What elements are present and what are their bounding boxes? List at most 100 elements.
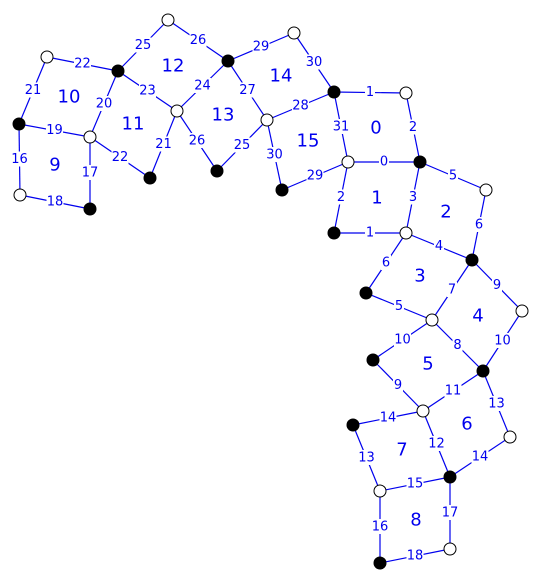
edge-label-background (336, 189, 346, 205)
edge-label: 2 (337, 190, 345, 205)
edge-label-background (305, 54, 323, 70)
edge-label-background (266, 147, 283, 162)
edge-label-background (393, 377, 403, 393)
edge-label: 8 (453, 338, 461, 353)
edge-label: 16 (372, 520, 389, 535)
edge-label: 29 (307, 169, 324, 184)
edge-label-background (95, 96, 113, 111)
white-vertex-k (515, 304, 529, 318)
edge-label-background (379, 154, 389, 169)
edge-label: 10 (494, 334, 511, 349)
edge-label-background (494, 333, 511, 348)
edge-label: 24 (194, 79, 211, 94)
white-vertex-t (443, 542, 457, 556)
edge-label-background (448, 168, 458, 183)
edge-label: 12 (428, 437, 445, 452)
edge-label: 26 (189, 134, 206, 149)
face-label: 8 (410, 510, 421, 531)
edge-label: 19 (46, 123, 63, 138)
black-vertex-w (221, 54, 235, 68)
edge-label-background (306, 168, 324, 183)
white-vertex-c (341, 155, 355, 169)
black-vertex-ab (111, 64, 125, 78)
edge-label: 15 (407, 477, 424, 492)
edge-label: 20 (96, 97, 113, 112)
edge-label-background (394, 332, 411, 347)
edge-label: 2 (409, 120, 417, 135)
face-label: 2 (440, 202, 451, 223)
white-vertex-j (425, 313, 439, 327)
black-vertex-h (465, 253, 479, 267)
edge-label-background (188, 133, 206, 148)
face-label: 4 (472, 306, 483, 327)
edge-label: 6 (382, 256, 390, 271)
edge-label: 11 (445, 384, 462, 399)
edge-label: 23 (139, 84, 156, 99)
edge-label-background (365, 225, 375, 240)
edge-label: 16 (11, 152, 28, 167)
edge-label-background (365, 84, 375, 100)
face-label: 15 (297, 131, 320, 152)
edge-label: 17 (442, 506, 459, 521)
face-label: 11 (122, 114, 145, 135)
edge-label: 4 (435, 239, 443, 254)
edge-label: 21 (155, 137, 172, 152)
edge-label-background (134, 37, 152, 53)
edge-label: 1 (366, 85, 374, 100)
black-vertex-s (373, 556, 387, 570)
face-label: 0 (370, 118, 381, 139)
face-label: 13 (212, 105, 235, 126)
white-vertex-ad (83, 130, 97, 144)
edge-label-background (111, 149, 129, 165)
edge-label-background (24, 82, 42, 98)
black-vertex-z (210, 164, 224, 178)
edge-label-background (428, 436, 445, 451)
edge-label-background (444, 383, 462, 398)
edge-label-background (441, 505, 459, 520)
white-vertex-r (373, 484, 387, 498)
edge-label: 29 (253, 40, 270, 55)
edge-label-background (434, 238, 444, 254)
edge-label-background (189, 32, 207, 48)
edge-label: 22 (112, 150, 129, 165)
black-vertex-e (327, 226, 341, 240)
edge-label-background (447, 282, 457, 297)
edge-label-background (292, 98, 309, 113)
edge-label: 13 (488, 397, 505, 412)
white-vertex-f (399, 226, 413, 240)
edge-label-background (155, 136, 172, 152)
black-vertex-i (359, 286, 373, 300)
edge-label-background (492, 277, 502, 293)
edge-label: 22 (74, 57, 91, 72)
edge-label-background (381, 255, 391, 270)
edge-label: 14 (472, 450, 489, 465)
edge-label-background (239, 82, 256, 98)
edge-label-background (233, 137, 251, 153)
edge-label: 14 (380, 411, 397, 426)
black-vertex-q (443, 470, 457, 484)
black-vertex-v (275, 183, 289, 197)
edge-label-background (452, 337, 463, 353)
edge-label: 5 (395, 299, 403, 314)
edge-label-background (81, 165, 99, 180)
edge-label-background (408, 189, 418, 205)
edge-label-background (379, 410, 397, 425)
edge-label-background (474, 217, 484, 232)
edge-label: 13 (358, 451, 375, 466)
edge-label: 10 (394, 333, 411, 348)
white-vertex-n (416, 404, 430, 418)
edge-label: 17 (82, 166, 99, 181)
white-vertex-g (479, 183, 493, 197)
white-vertex-aa (161, 13, 175, 27)
edge-label: 30 (266, 148, 283, 163)
black-vertex-ac (143, 171, 157, 185)
white-vertex-y (170, 104, 184, 118)
edge-label: 5 (449, 169, 457, 184)
edge-label: 6 (475, 218, 483, 233)
edge-label: 3 (409, 190, 417, 205)
edge-label-background (371, 519, 389, 534)
edge-label: 30 (306, 55, 323, 70)
edge-label: 25 (234, 138, 251, 153)
